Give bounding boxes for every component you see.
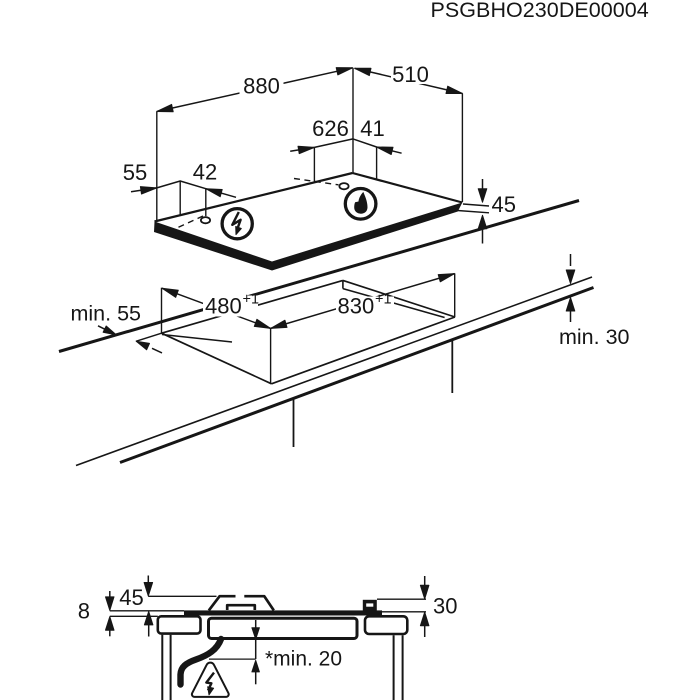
svg-text:55: 55 xyxy=(123,160,147,185)
svg-text:830: 830 xyxy=(338,294,375,319)
svg-text:8: 8 xyxy=(78,599,90,624)
svg-text:510: 510 xyxy=(392,62,429,87)
svg-text:45: 45 xyxy=(119,585,143,610)
svg-text:42: 42 xyxy=(193,160,217,185)
svg-text:min. 30: min. 30 xyxy=(559,325,630,349)
svg-text:min. 55: min. 55 xyxy=(71,302,142,326)
svg-text:480: 480 xyxy=(205,294,242,319)
svg-text:41: 41 xyxy=(360,116,384,141)
svg-text:+1: +1 xyxy=(375,292,392,308)
svg-text:30: 30 xyxy=(433,594,457,619)
svg-text:+1: +1 xyxy=(243,292,260,308)
svg-text:*min. 20: *min. 20 xyxy=(265,648,342,671)
svg-text:PSGBHO230DE00004: PSGBHO230DE00004 xyxy=(431,0,649,22)
svg-text:45: 45 xyxy=(492,192,516,217)
svg-text:626: 626 xyxy=(312,116,349,141)
svg-text:880: 880 xyxy=(243,74,280,99)
